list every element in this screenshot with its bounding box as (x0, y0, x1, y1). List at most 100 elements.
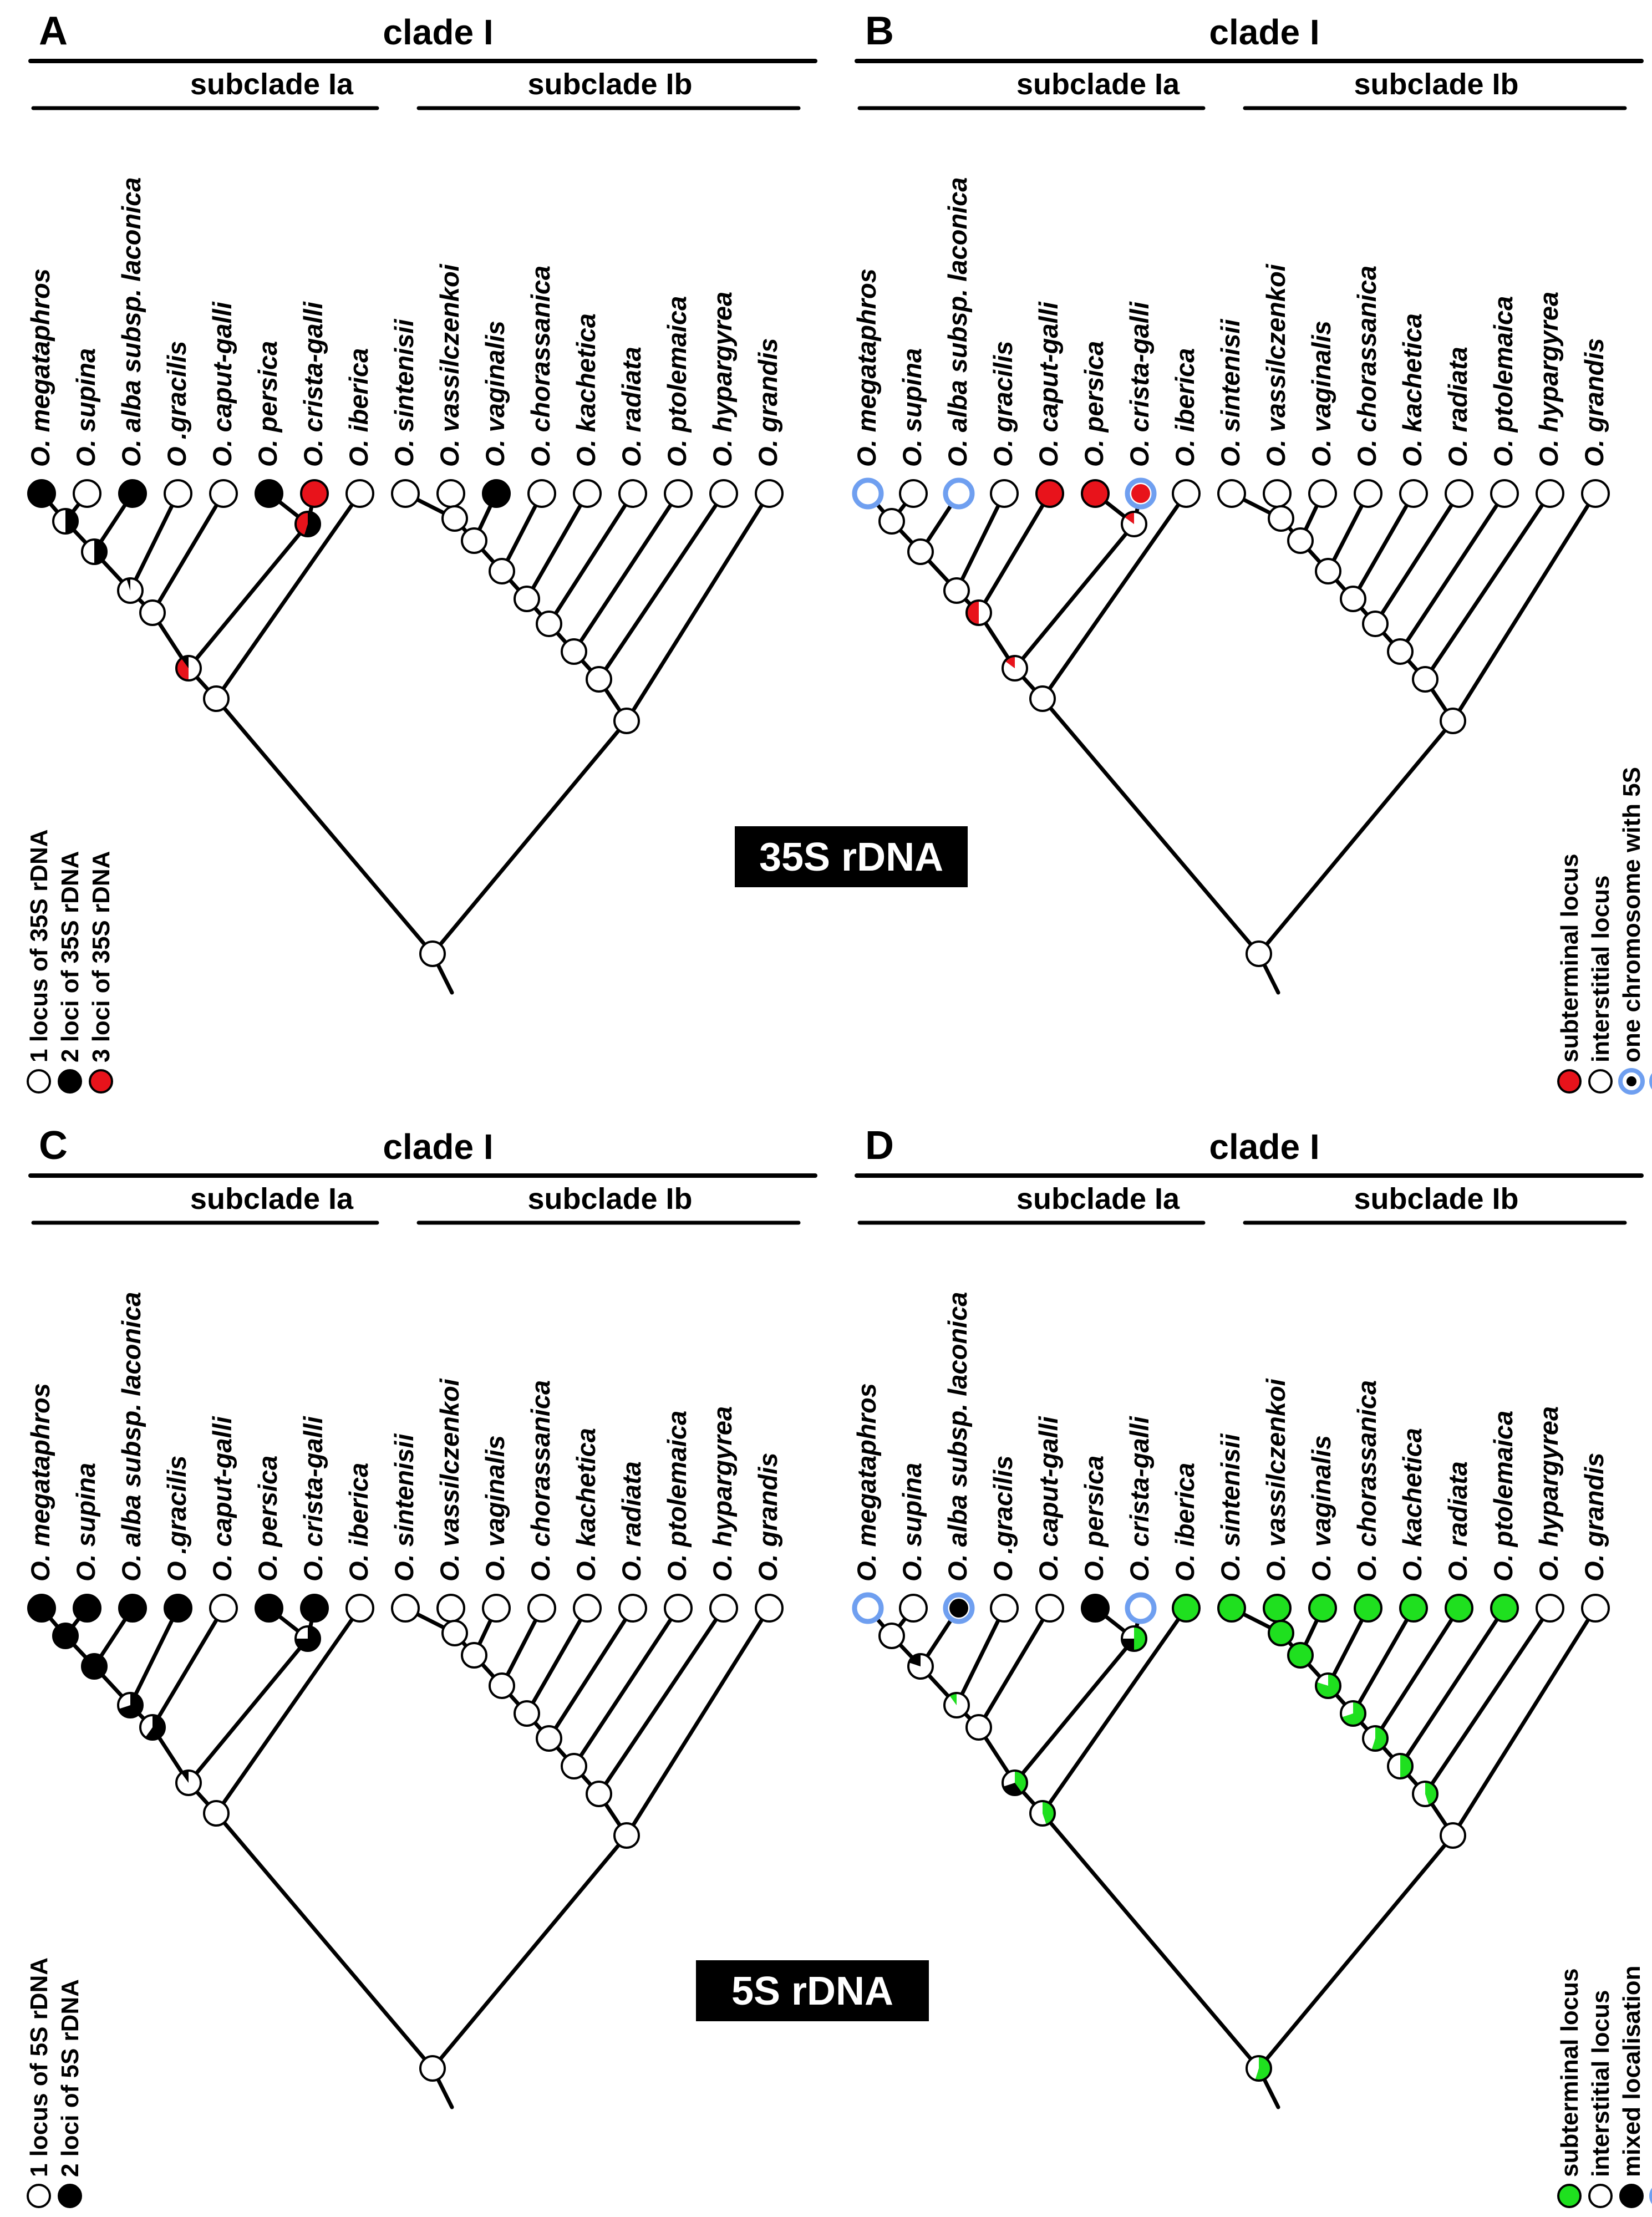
taxon-label: O. chorassanica (526, 1380, 555, 1582)
node-n_per_cri (294, 511, 321, 537)
node-fill (118, 1594, 147, 1623)
tip-node (755, 479, 784, 508)
branch (1257, 1833, 1455, 2071)
taxon-label: O. supina (897, 348, 927, 467)
node-fill (300, 479, 329, 508)
tip-node (990, 1594, 1019, 1623)
branch (150, 1606, 226, 1730)
node-fill (1081, 1594, 1110, 1623)
node-b_rad (1362, 1725, 1389, 1752)
subclade-b-label: subclade Ib (1354, 1182, 1518, 1216)
subclade-b-label: subclade Ib (527, 68, 692, 101)
node-n_ms_alba (907, 1653, 934, 1680)
tip-dot (949, 1599, 968, 1618)
taxon-label: O. hypargyrea (1534, 1406, 1563, 1582)
node-fill (345, 1594, 374, 1623)
node-outline (139, 1714, 166, 1741)
tip-node (27, 479, 56, 508)
branch (547, 491, 635, 626)
node-fill (1308, 1594, 1337, 1623)
node-n_meg_sup (878, 1623, 905, 1649)
branch (954, 1606, 1007, 1707)
node-fill (489, 1672, 515, 1699)
taxon-label: O. crista-galli (298, 301, 328, 467)
node-fill (1035, 1594, 1064, 1623)
node-fill (1246, 940, 1272, 967)
node-b_gra (1440, 708, 1466, 734)
node-fill (203, 685, 230, 712)
branch (572, 491, 680, 654)
taxon-label: O. radiata (1443, 1461, 1472, 1582)
taxon-label: O. chorassanica (526, 266, 555, 467)
taxon-label: O .gracilis (162, 1456, 191, 1582)
taxon-label: O. caput-galli (1034, 1416, 1063, 1582)
node-outline (117, 1692, 144, 1718)
tip-node (899, 479, 928, 508)
legend-label: 1 locus of 35S rDNA (26, 829, 53, 1062)
node-fill (1172, 479, 1201, 508)
node-fill (441, 505, 468, 532)
taxon-label: O. alba subsp. laconica (116, 1292, 146, 1582)
legend-label: 2 loci of 5S rDNA (57, 1979, 84, 2177)
taxon-label: O. persica (1079, 341, 1109, 467)
node-outline (1362, 1725, 1389, 1752)
node-fill (255, 479, 283, 508)
node-n_ib (1029, 1800, 1056, 1827)
taxon-label: O. vassilczenkoi (1261, 263, 1290, 467)
node-b_pto (561, 1753, 587, 1779)
tip-node (990, 479, 1019, 508)
node-outline (1246, 2055, 1272, 2082)
taxon-label: O. iberica (1170, 348, 1199, 467)
node-n_ab (175, 655, 202, 682)
legend-dot (1626, 1076, 1636, 1086)
branch (597, 1606, 726, 1796)
tip-states (27, 1594, 784, 1623)
tree-branches (39, 1606, 771, 2109)
taxon-label: O. supina (71, 348, 100, 467)
tip-node (1263, 479, 1292, 508)
pie-slice (145, 1715, 165, 1740)
tip-node (709, 479, 738, 508)
tip-ring (1125, 1592, 1157, 1624)
branch (214, 1606, 362, 1816)
tip-node (527, 1594, 556, 1623)
tip-node (1581, 479, 1610, 508)
node-fill (514, 586, 540, 612)
legend-swatch-red (89, 1069, 113, 1094)
tip-node (1081, 479, 1110, 508)
clade-label: clade I (383, 1127, 493, 1167)
pie-slice (176, 1771, 201, 1795)
node-fill (300, 1594, 329, 1623)
tip-node (1035, 479, 1064, 508)
legend-label: interstitial locus (1587, 1990, 1614, 2177)
node-outline (52, 508, 79, 535)
node-n_ms_alba (81, 1653, 108, 1680)
node-fill (943, 577, 970, 604)
pie-slice (65, 509, 78, 533)
tip-node (1308, 1594, 1337, 1623)
node-n_per_cri (1121, 511, 1147, 537)
node-fill (536, 1725, 562, 1752)
branch (214, 1811, 435, 2071)
node-outline (81, 538, 108, 565)
branch (1326, 491, 1370, 573)
node-b_hyp (586, 1781, 612, 1807)
node-fill (878, 508, 905, 535)
node-b_sin_vas (1268, 505, 1294, 532)
node-fill (52, 1623, 79, 1649)
node-root (419, 2055, 446, 2082)
tip-node (118, 1594, 147, 1623)
tip-node (164, 479, 192, 508)
branch (624, 491, 771, 723)
taxon-label: O. crista-galli (1125, 1416, 1154, 1582)
node-n_ib (203, 1800, 230, 1827)
pie-slice (1400, 1754, 1412, 1778)
pie-slice (1255, 2056, 1272, 2081)
legend-swatch-black (1619, 2184, 1644, 2208)
